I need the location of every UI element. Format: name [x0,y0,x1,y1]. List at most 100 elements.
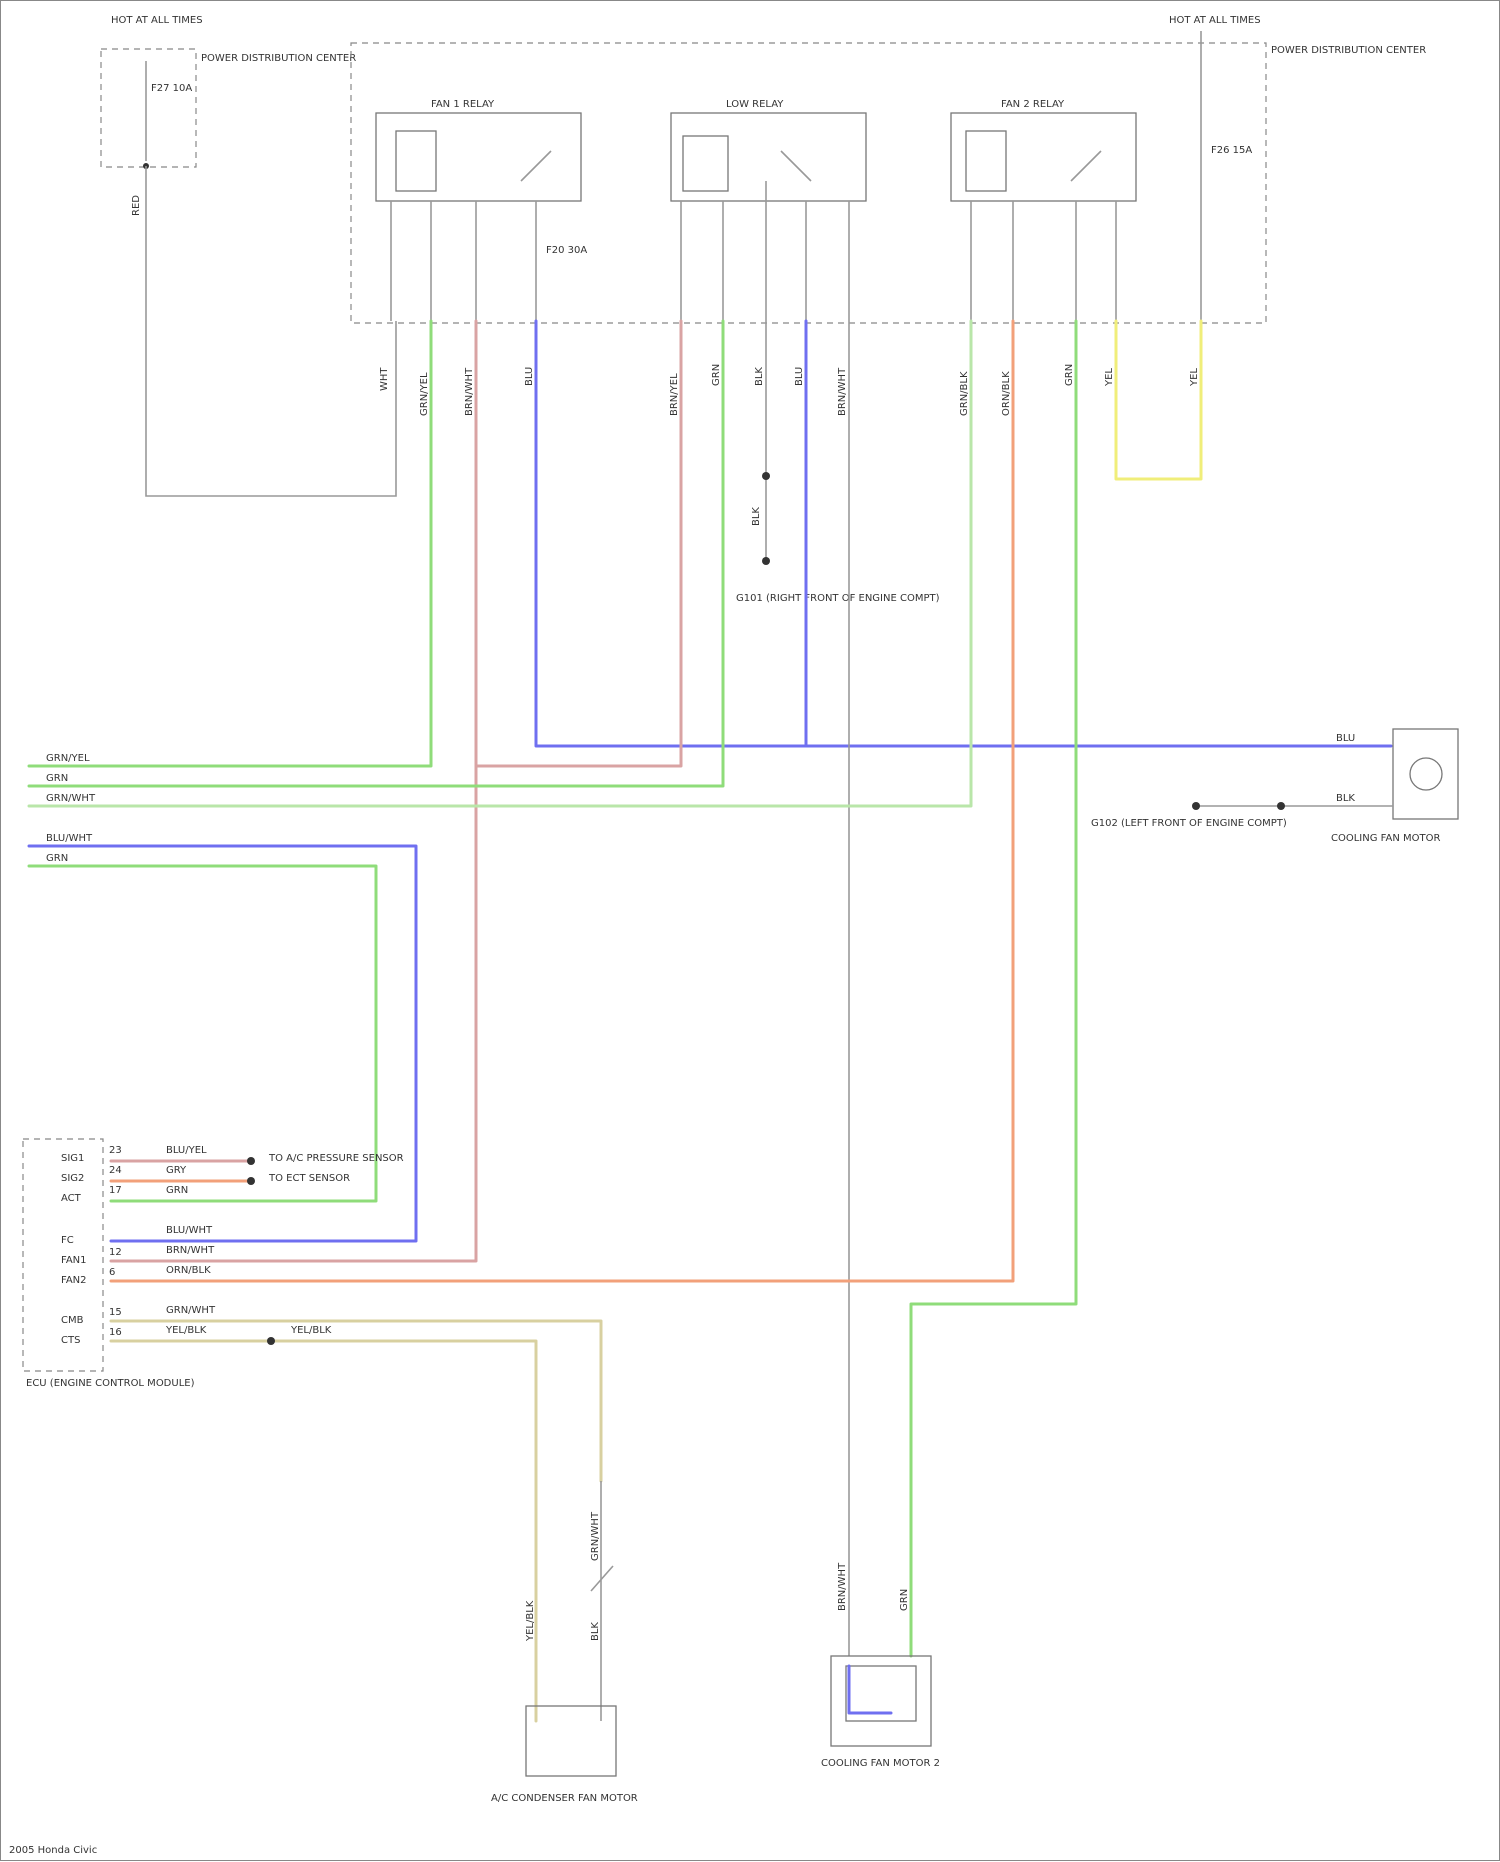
fan1-relay-fuse: F20 30A [546,245,587,256]
left-fuse-block: HOT AT ALL TIMES F27 10A POWER DISTRIBUT… [101,15,356,169]
wire-label-col5: BRN/YEL [669,373,680,416]
ecm-pin-num-0: 23 [109,1145,122,1156]
bundle-b2: GRN [46,853,68,864]
left-fuse-desc: POWER DISTRIBUTION CENTER [201,53,356,64]
fan2-wire-l: BRN/WHT [837,1562,848,1611]
ecm-wire-4: BRN/WHT [166,1245,215,1256]
ecm-wire-2: GRN [166,1185,188,1196]
wire-label-col3: BRN/WHT [464,367,475,416]
wire-grn-fan2 [911,321,1076,1656]
fan1-relay-box [376,113,581,201]
bundle-a2: GRN [46,773,68,784]
relay-enclosure [351,43,1266,323]
wire-brn-yel [476,321,681,766]
ecm-wire-8: YEL/BLK [290,1325,332,1336]
ecm-connector: SIG1 SIG2 ACT FC FAN1 FAN2 CMB CTS 23 24… [23,1139,195,1389]
wire-label-col6: GRN [711,364,722,386]
ground-label: G101 (RIGHT FRONT OF ENGINE COMPT) [736,593,940,604]
fan2-relay-label: FAN 2 RELAY [1001,99,1065,110]
wire-label-col14: YEL [1189,368,1200,387]
fan-motor-ground-label: G102 (LEFT FRONT OF ENGINE COMPT) [1091,818,1287,829]
ecm-dest-1: TO A/C PRESSURE SENSOR [268,1153,404,1164]
wire-yellow-loop [1116,321,1201,479]
cooling-fan-motor-2: BRN/WHT GRN COOLING FAN MOTOR 2 [821,1562,940,1769]
ground-wire-label: BLK [751,507,762,526]
wire-orn-blk [111,321,1013,1281]
wire-grn-wht-cond [111,1321,601,1481]
sensor-node-2 [247,1177,255,1185]
ecm-wire-1: GRY [166,1165,187,1176]
low-relay-label: LOW RELAY [726,99,784,110]
fan1-relay-label: FAN 1 RELAY [431,99,495,110]
wire-grn-yel [29,321,431,766]
ecm-pin-0: SIG1 [61,1153,84,1164]
wire-label-col12: GRN [1064,364,1075,386]
fan2-inner-wire [849,1666,891,1713]
wire-label-col11: ORN/BLK [1001,371,1012,416]
ecm-pin-4: FAN1 [61,1255,87,1266]
cond-motor-box [526,1706,616,1776]
ecm-pin-7: CTS [61,1335,80,1346]
fan2-relay-coil [966,131,1006,191]
ecm-pin-2: ACT [61,1193,82,1204]
left-fuse-title: HOT AT ALL TIMES [111,15,203,26]
wire-label-col4: BLU [524,367,535,386]
ecm-pin-num-6: 15 [109,1307,122,1318]
ecm-wire-3: BLU/WHT [166,1225,213,1236]
fan1-relay-coil [396,131,436,191]
fan2-relay: FAN 2 RELAY [951,99,1136,201]
ground-node-2 [762,557,770,565]
fan-ground-node-2 [1192,802,1200,810]
ac-condenser-fan-motor: YEL/BLK GRN/WHT BLK A/C CONDENSER FAN MO… [491,1481,638,1804]
ecm-pin-6: CMB [61,1315,84,1326]
wire-grn-blk [29,321,971,806]
cond-wire-mid: BLK [590,1622,601,1641]
cond-node [267,1337,275,1345]
ecm-wire-7: YEL/BLK [165,1325,207,1336]
fan2-wire-r: GRN [899,1589,910,1611]
low-relay-box [671,113,866,201]
ecm-pin-num-4: 12 [109,1247,122,1258]
cond-wire-r: GRN/WHT [590,1511,601,1561]
ecm-label: ECU (ENGINE CONTROL MODULE) [26,1378,195,1389]
ecm-pin-num-1: 24 [109,1165,122,1176]
fan2-relay-switch [1071,151,1101,181]
wire-label-col1: WHT [379,367,390,391]
sensor-node-1 [247,1157,255,1165]
ecm-pin-num-5: 6 [109,1267,115,1278]
wire-brn-wht [111,321,476,1261]
wire-label-col10: GRN/BLK [959,371,970,416]
ecm-wire-0: BLU/YEL [166,1145,207,1156]
ecm-pin-3: FC [61,1235,74,1246]
ecm-dest-2: TO ECT SENSOR [268,1173,350,1184]
low-relay-coil [683,136,728,191]
ecm-pin-5: FAN2 [61,1275,87,1286]
fan1-relay-switch [521,151,551,181]
right-fuse-title: HOT AT ALL TIMES [1169,15,1261,26]
fan-ground-node-1 [1277,802,1285,810]
ecm-pin-num-7: 16 [109,1327,122,1338]
fan-motor-wire-in: BLU [1336,733,1355,744]
right-fuse-block: HOT AT ALL TIMES F26 15A POWER DISTRIBUT… [1169,15,1426,321]
wire-white-fuse-left [146,166,396,496]
ecm-wire-6: GRN/WHT [166,1305,216,1316]
fan1-relay: FAN 1 RELAY F20 30A [376,99,587,256]
fan-motor-box [1393,729,1458,819]
wire-label-red: RED [131,195,142,216]
footer-text: 2005 Honda Civic [9,1845,97,1856]
ecm-wire-5: ORN/BLK [166,1265,211,1276]
bundle-a1: GRN/YEL [46,753,90,764]
cond-wire-l: YEL/BLK [525,1600,536,1642]
left-fuse-value: F27 10A [151,83,192,94]
fan-motor-symbol [1410,758,1442,790]
fan-motor-label: COOLING FAN MOTOR [1331,833,1440,844]
fan-motor-wire-gnd: BLK [1336,793,1355,804]
fan2-label: COOLING FAN MOTOR 2 [821,1758,940,1769]
low-relay: LOW RELAY [671,99,866,201]
bundle-b1: BLU/WHT [46,833,93,844]
wire-label-col9: BRN/WHT [837,367,848,416]
ecm-pin-1: SIG2 [61,1173,84,1184]
wire-yel-blk-cond [111,1341,536,1721]
